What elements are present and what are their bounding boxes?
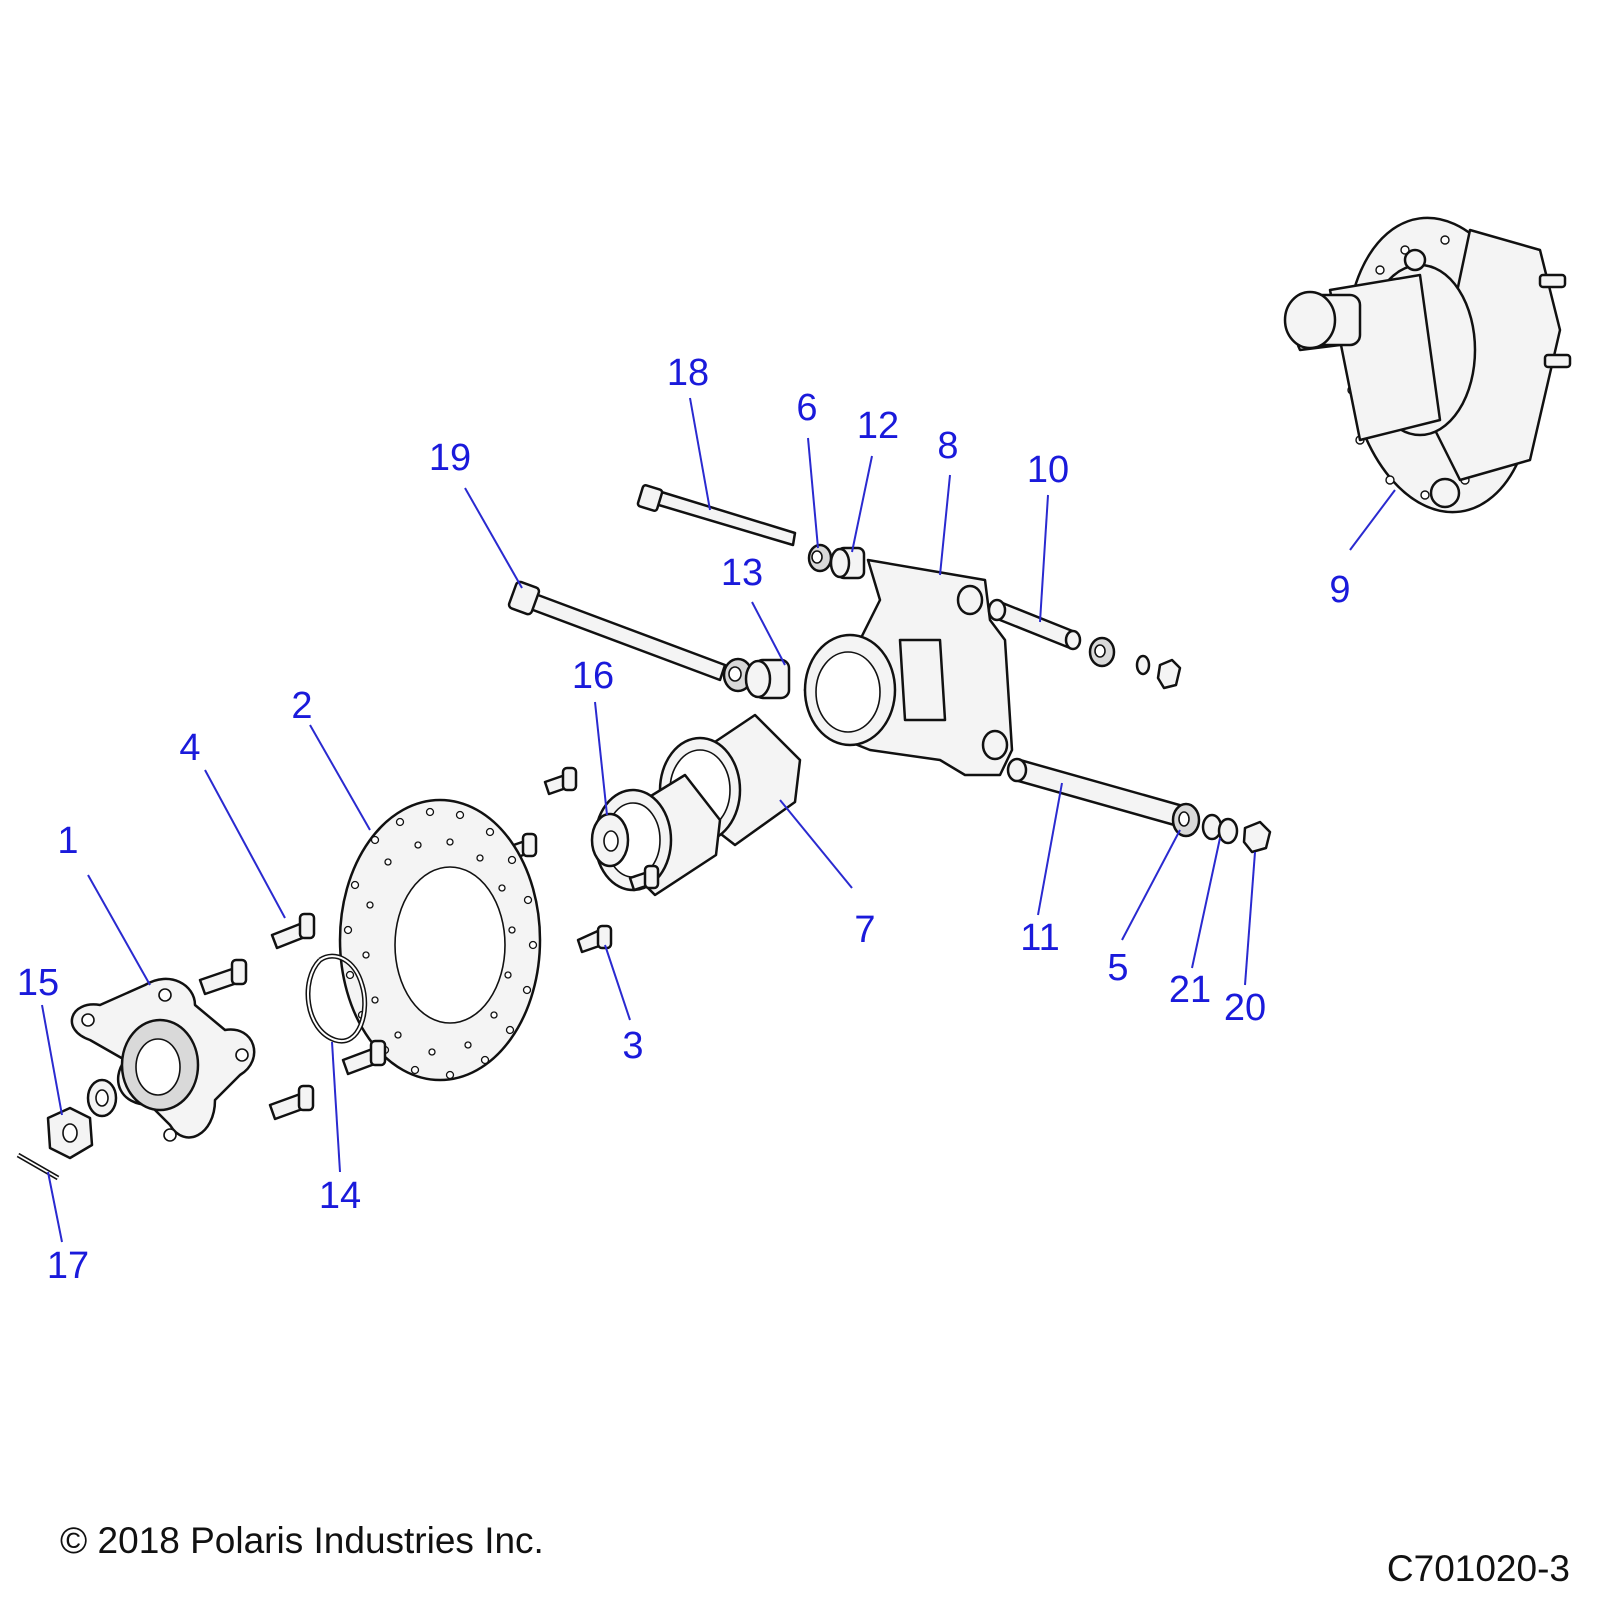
callout-9[interactable]: 9 xyxy=(1329,569,1350,611)
callout-2[interactable]: 2 xyxy=(291,685,312,727)
upper-sleeve-drawing[interactable] xyxy=(987,598,1082,651)
leader-13 xyxy=(751,601,786,666)
bushing-upper-small-drawing[interactable] xyxy=(807,543,833,573)
leader-18 xyxy=(689,397,711,511)
lower-nut-drawing[interactable] xyxy=(1242,820,1272,854)
hub-washer-drawing[interactable] xyxy=(86,1078,118,1118)
drawing-number: C701020-3 xyxy=(1386,1548,1570,1589)
leader-19 xyxy=(464,487,523,589)
leader-17 xyxy=(47,1171,63,1243)
leader-1 xyxy=(87,874,151,986)
callout-20[interactable]: 20 xyxy=(1224,987,1266,1029)
callout-3[interactable]: 3 xyxy=(622,1025,643,1067)
leader-14 xyxy=(331,1041,341,1173)
leader-12 xyxy=(851,455,873,553)
callout-19[interactable]: 19 xyxy=(429,437,471,479)
leader-8 xyxy=(939,474,951,576)
leader-20 xyxy=(1244,851,1256,986)
leader-10 xyxy=(1039,494,1049,623)
leader-11 xyxy=(1037,782,1063,916)
callout-10[interactable]: 10 xyxy=(1027,449,1069,491)
callout-5[interactable]: 5 xyxy=(1107,947,1128,989)
callout-18[interactable]: 18 xyxy=(667,352,709,394)
washer-lower-drawing[interactable] xyxy=(1171,802,1201,838)
callout-17[interactable]: 17 xyxy=(47,1245,89,1287)
retaining-ring-drawing[interactable] xyxy=(305,953,368,1044)
disc-bolts-drawing[interactable] xyxy=(503,766,660,954)
callout-11[interactable]: 11 xyxy=(1020,917,1059,959)
upper-washers-drawing[interactable] xyxy=(1088,636,1182,690)
callout-7[interactable]: 7 xyxy=(854,909,875,951)
leader-4 xyxy=(204,769,286,919)
leader-16 xyxy=(594,701,608,816)
leader-lines xyxy=(41,397,1396,1243)
bearing-carrier-drawing[interactable] xyxy=(803,558,1014,777)
callout-15[interactable]: 15 xyxy=(17,962,59,1004)
callout-labels: 1 2 3 4 5 6 7 8 9 10 11 12 13 14 15 16 1… xyxy=(17,352,1351,1287)
washer-small-drawing[interactable] xyxy=(1201,813,1239,845)
bushing-lower-drawing[interactable] xyxy=(722,657,791,700)
callout-13[interactable]: 13 xyxy=(721,552,763,594)
callout-16[interactable]: 16 xyxy=(572,655,614,697)
callout-1[interactable]: 1 xyxy=(57,820,78,862)
leader-15 xyxy=(41,1004,63,1116)
bushing-upper-drawing[interactable] xyxy=(829,546,866,580)
callout-21[interactable]: 21 xyxy=(1169,969,1211,1011)
leader-5 xyxy=(1121,829,1181,941)
cotter-pin-drawing[interactable] xyxy=(16,1152,60,1181)
leader-3 xyxy=(604,944,631,1021)
spacer-washer-drawing[interactable] xyxy=(590,812,630,868)
copyright-notice: © 2018 Polaris Industries Inc. xyxy=(60,1520,544,1561)
callout-4[interactable]: 4 xyxy=(179,727,200,769)
leader-9 xyxy=(1349,489,1396,551)
callout-8[interactable]: 8 xyxy=(937,425,958,467)
hub-drawing[interactable] xyxy=(70,977,256,1142)
wheel-studs-drawing[interactable] xyxy=(198,912,387,1121)
upper-bolt-drawing[interactable] xyxy=(636,484,797,547)
leader-21 xyxy=(1191,837,1221,969)
leader-2 xyxy=(309,724,371,831)
lower-sleeve-drawing[interactable] xyxy=(1006,757,1198,831)
hub-assembly-drawing[interactable] xyxy=(1283,206,1572,525)
leader-6 xyxy=(807,437,819,549)
callout-6[interactable]: 6 xyxy=(796,387,817,429)
brake-disc-drawing[interactable] xyxy=(338,798,542,1082)
lower-bolt-drawing[interactable] xyxy=(507,580,727,682)
leader-7 xyxy=(779,799,853,889)
callout-14[interactable]: 14 xyxy=(319,1175,361,1217)
callout-12[interactable]: 12 xyxy=(857,405,899,447)
castle-nut-drawing[interactable] xyxy=(46,1106,94,1160)
bearing-drawing[interactable] xyxy=(593,713,802,897)
